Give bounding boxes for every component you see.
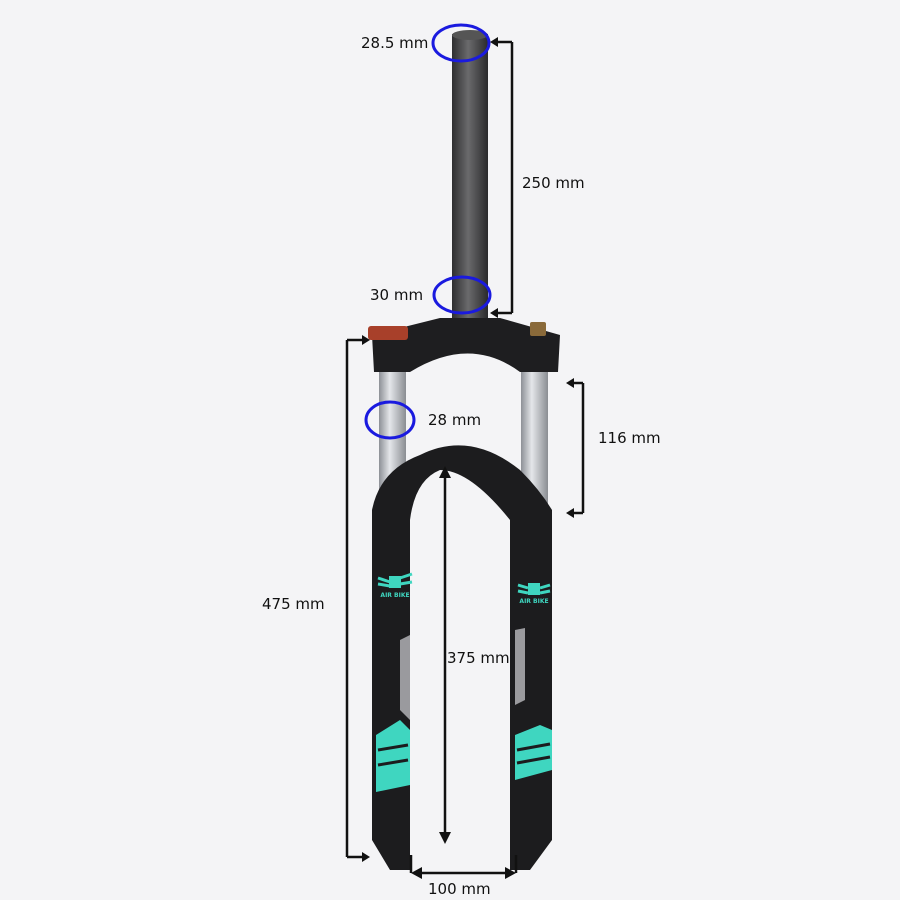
circle-steerer-base xyxy=(432,275,492,315)
air-bike-logo-right: AIR BIKE xyxy=(517,583,551,605)
label-total-length: 475 mm xyxy=(262,595,325,613)
preload-knob xyxy=(530,322,546,336)
label-arch-to-axle: 375 mm xyxy=(447,649,510,667)
label-stanchion-exposed: 116 mm xyxy=(598,429,661,447)
steerer-tube xyxy=(452,34,488,319)
svg-text:AIR BIKE: AIR BIKE xyxy=(519,598,548,605)
circle-steerer-top xyxy=(431,23,491,63)
circle-stanchion xyxy=(364,400,416,440)
dimension-lines xyxy=(345,37,585,879)
label-steerer-length: 250 mm xyxy=(522,174,585,192)
label-stanchion-diameter: 28 mm xyxy=(428,411,482,429)
right-accent xyxy=(515,725,552,780)
label-steerer-top-diameter: 28.5 mm xyxy=(361,34,429,52)
svg-text:AIR BIKE: AIR BIKE xyxy=(380,592,409,599)
label-steerer-base-diameter: 30 mm xyxy=(370,286,424,304)
air-bike-logo-left: AIR BIKE xyxy=(377,572,413,599)
lockout-knob xyxy=(368,326,408,340)
label-axle-width: 100 mm xyxy=(428,880,491,898)
crown xyxy=(372,318,560,372)
left-accent xyxy=(376,720,410,792)
